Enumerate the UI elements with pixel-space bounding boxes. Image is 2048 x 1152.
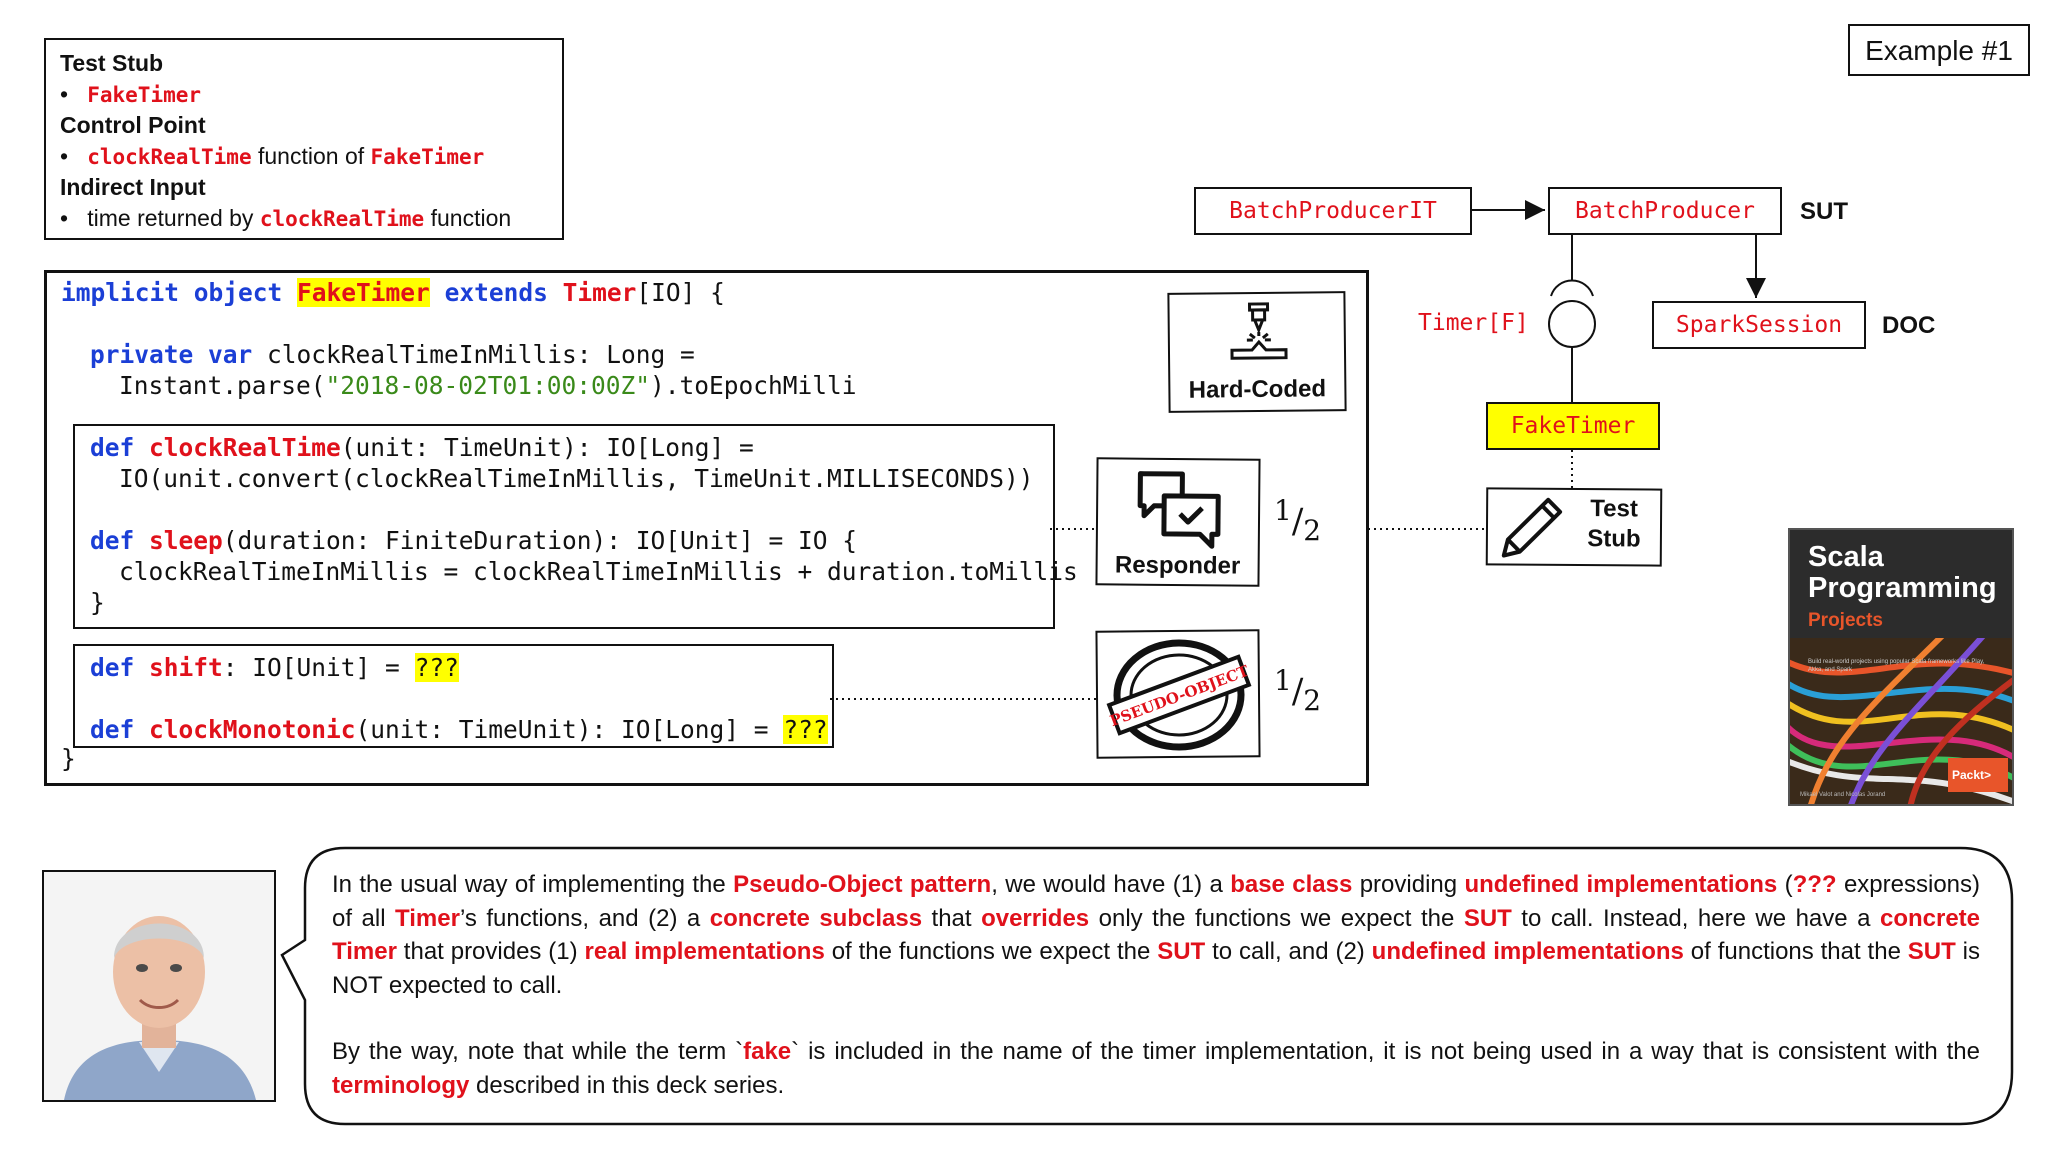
book-subtitle: Projects (1808, 610, 1883, 631)
code-line-10: def clockMonotonic(unit: TimeUnit): IO[L… (90, 715, 828, 744)
presenter-portrait (44, 872, 274, 1100)
fake-timer-node: FakeTimer (1486, 402, 1660, 450)
book-publisher: Packt> (1952, 768, 1992, 782)
speech-run: to call, and (2) (1205, 938, 1372, 965)
code-line-3: Instant.parse("2018-08-02T01:00:00Z").to… (119, 371, 857, 400)
speech-run: is NOT expected to call. (332, 938, 1981, 999)
legend-box: Test Stub • FakeTimer Control Point • cl… (44, 38, 564, 240)
speech-run: described in this deck series. (469, 1071, 785, 1099)
speech-run: By the way, note that while the term ` (332, 1038, 744, 1065)
test-stub-card: Test Stub (1485, 487, 1663, 567)
speech-run: only the functions we expect the (1089, 904, 1464, 932)
timer-f-label: Timer[F] (1418, 310, 1529, 336)
book-title: Scala Programming (1808, 541, 1997, 604)
speech-run: ` is included in the name of the timer i… (791, 1038, 1980, 1065)
speech-run: ’s functions, and (2) a (459, 904, 710, 932)
speech-run: base class (1230, 871, 1353, 898)
code-line-9: def shift: IO[Unit] = ??? (90, 653, 459, 682)
hard-coded-card: Hard-Coded (1167, 291, 1347, 413)
control-point-item: • clockRealTime function of FakeTimer (60, 142, 485, 169)
required-interface-socket (1550, 279, 1594, 297)
code-line-4: def clockRealTime(unit: TimeUnit): IO[Lo… (90, 433, 754, 462)
speech-run: that (922, 904, 982, 932)
code-line-7: clockRealTimeInMillis = clockRealTimeInM… (119, 557, 1078, 586)
undefined-functions-box: def shift: IO[Unit] = ??? def clockMonot… (73, 644, 834, 748)
speech-run: providing (1352, 871, 1465, 898)
book-authors: Mikael Valot and Nicolas Jorand (1800, 792, 1886, 798)
responder-card: Responder (1095, 457, 1261, 587)
speech-run: terminology (332, 1071, 470, 1099)
speech-run: ??? (1792, 871, 1837, 898)
code-line-6: def sleep(duration: FiniteDuration): IO[… (90, 526, 858, 555)
speech-run: , we would have (1) a (991, 871, 1231, 898)
code-line-2: private var clockRealTimeInMillis: Long … (90, 340, 695, 369)
batch-producer-it-node: BatchProducerIT (1194, 187, 1472, 235)
speech-run: undefined implementations (1371, 938, 1684, 965)
batch-producer-node: BatchProducer (1548, 187, 1782, 235)
speech-run: of functions that the (1683, 938, 1908, 965)
indirect-input-heading: Indirect Input (60, 174, 206, 200)
speech-run: concrete Timer (332, 904, 1981, 966)
speech-paragraph-1: In the usual way of implementing the Pse… (332, 868, 1980, 1002)
speech-run: Pseudo-Object pattern (733, 871, 992, 898)
speech-paragraph-2: By the way, note that while the term `fa… (332, 1035, 1980, 1102)
speech-run: Timer (395, 904, 460, 932)
implemented-functions-box: def clockRealTime(unit: TimeUnit): IO[Lo… (73, 424, 1078, 629)
sut-label: SUT (1800, 198, 1848, 225)
speech-run: real implementations (584, 938, 825, 965)
indirect-input-item: • time returned by clockRealTime functio… (60, 204, 512, 231)
book-cover-artwork (1790, 638, 2012, 804)
speech-run: SUT (1463, 904, 1512, 932)
speech-run: concrete subclass (709, 904, 923, 932)
code-line-5: IO(unit.convert(clockRealTimeInMillis, T… (119, 464, 1034, 493)
speech-run: overrides (981, 904, 1090, 932)
speech-run: of the functions we expect the (824, 938, 1158, 965)
book-blurb: Build real-world projects using popular … (1808, 659, 1985, 673)
spark-session-node: SparkSession (1652, 301, 1866, 349)
code-line-1: implicit object FakeTimer extends Timer[… (61, 278, 725, 307)
speech-run: fake (743, 1038, 792, 1065)
speech-run: In the usual way of implementing the (332, 871, 734, 898)
fraction-half-2: 1/2 (1274, 664, 1322, 718)
pseudo-object-card: PSEUDO-OBJECT (1095, 629, 1261, 759)
fraction-half-1: 1/2 (1274, 494, 1322, 548)
test-stub-heading: Test Stub (60, 50, 164, 76)
example-label: Example #1 (1848, 24, 2030, 76)
test-stub-item: • FakeTimer (60, 80, 202, 107)
speech-run: SUT (1157, 938, 1206, 965)
speech-run: expressions) of all (332, 871, 1981, 932)
speech-text: In the usual way of implementing the Pse… (332, 868, 1980, 1102)
doc-label: DOC (1882, 312, 1936, 339)
speech-run: that provides (1) (396, 938, 585, 965)
presenter-photo (42, 870, 276, 1102)
speech-run: ( (1777, 871, 1793, 898)
speech-run: undefined implementations (1464, 871, 1778, 898)
pencil-icon (1501, 497, 1563, 558)
speech-run: to call. Instead, here we have a (1511, 904, 1880, 932)
book-cover: Scala Programming Projects Build real-wo… (1788, 528, 2014, 806)
control-point-heading: Control Point (60, 112, 206, 138)
pseudo-object-stamp-icon: PSEUDO-OBJECT (1106, 639, 1252, 751)
code-line-8: } (90, 588, 105, 617)
code-line-11: } (61, 744, 76, 773)
hard-coded-icon (1230, 302, 1288, 360)
chat-bubbles-icon (1137, 471, 1221, 549)
speech-run: SUT (1907, 938, 1956, 965)
